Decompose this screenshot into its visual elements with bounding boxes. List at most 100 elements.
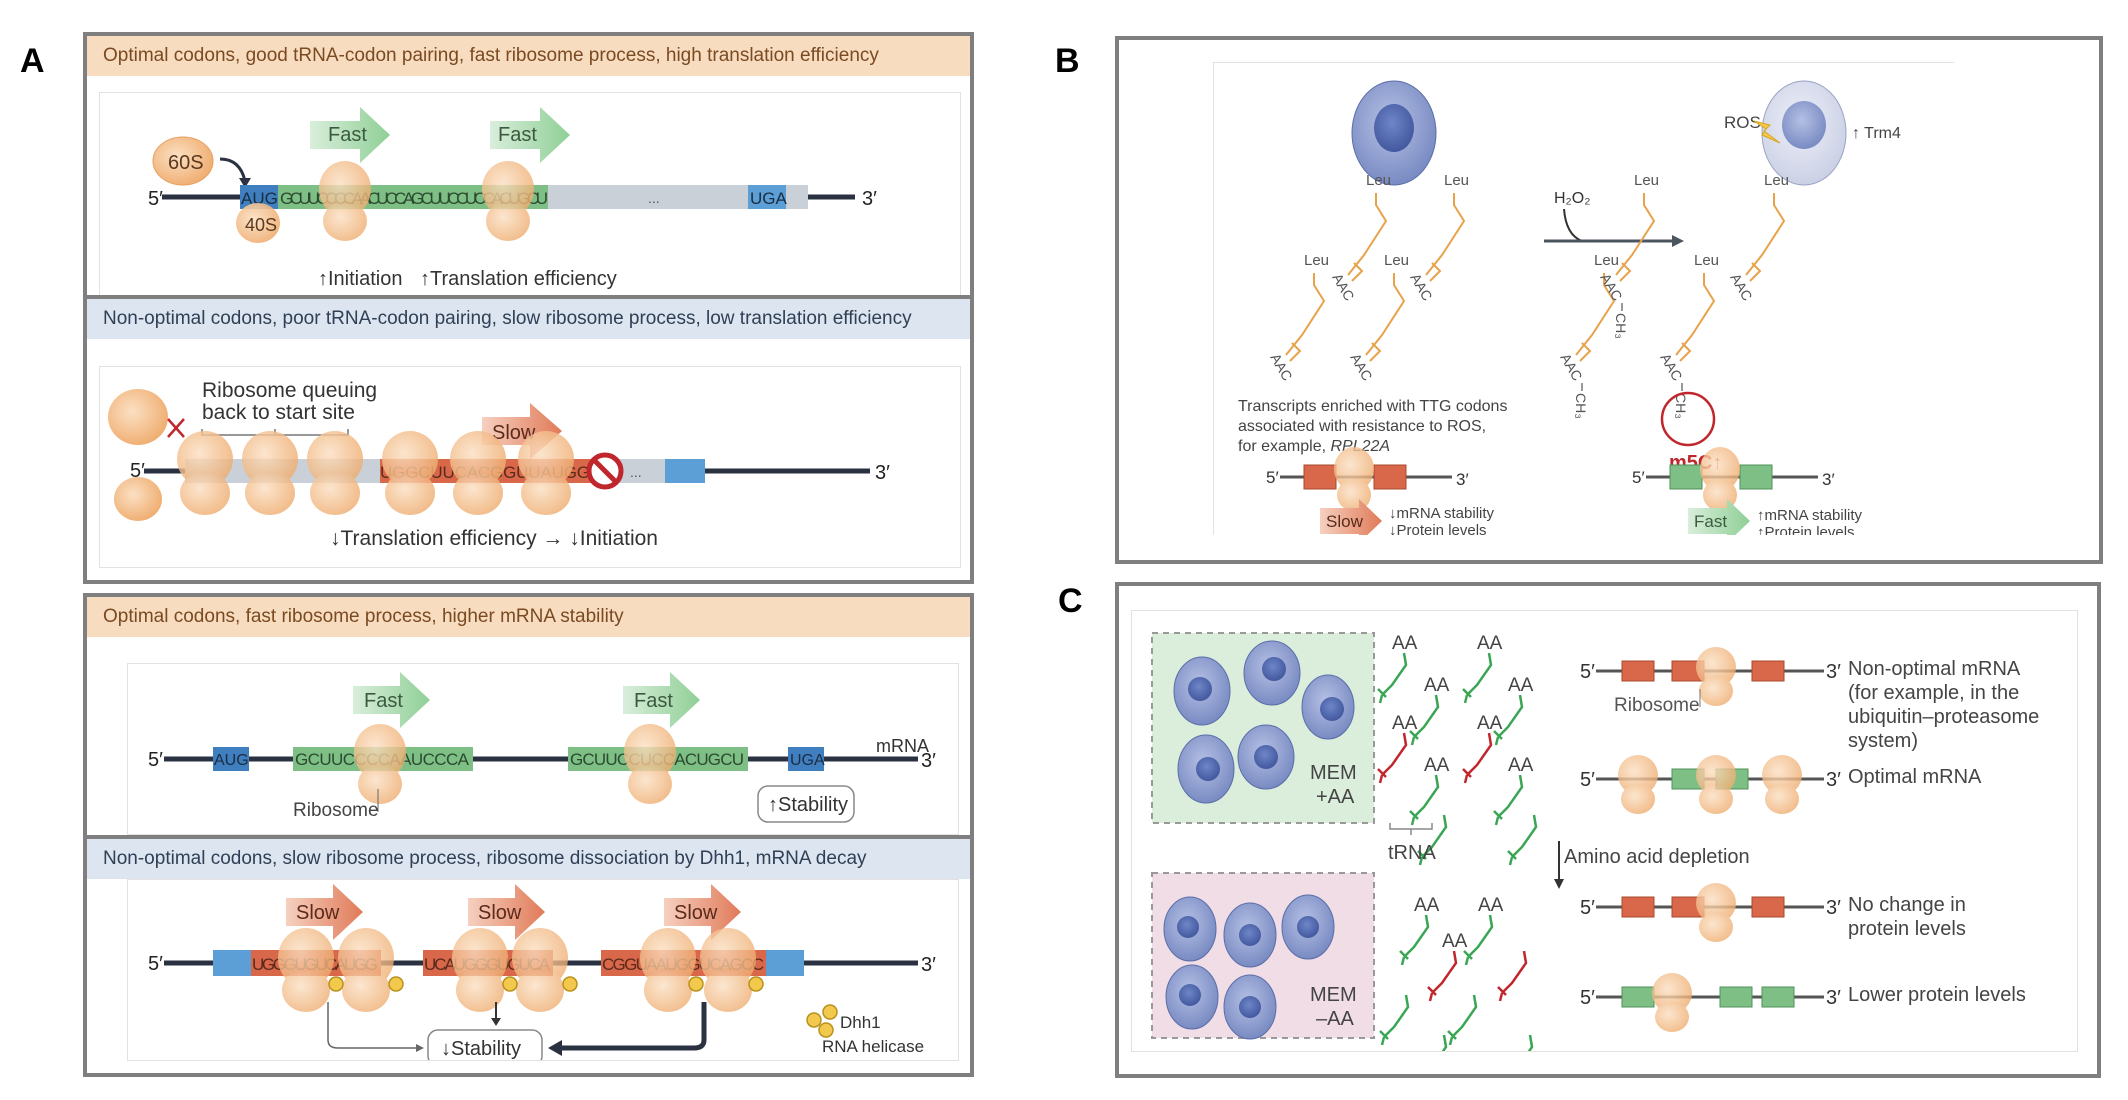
slow-arrow: Slow bbox=[664, 884, 741, 940]
svg-text:Leu: Leu bbox=[1444, 172, 1469, 189]
svg-text:Slow: Slow bbox=[674, 902, 718, 924]
svg-text:No change in: No change in bbox=[1848, 894, 1966, 916]
blocked-icon bbox=[167, 418, 185, 438]
svg-text:Slow: Slow bbox=[478, 902, 522, 924]
svg-text:CH₃: CH₃ bbox=[1573, 393, 1589, 419]
svg-text:Fast: Fast bbox=[498, 124, 537, 146]
svg-text:3′: 3′ bbox=[862, 188, 877, 210]
svg-text:AA: AA bbox=[1424, 755, 1450, 776]
header-optimal-translation: Optimal codons, good tRNA-codon pairing,… bbox=[87, 36, 970, 76]
ribosome bbox=[1618, 755, 1658, 814]
svg-text:3′: 3′ bbox=[1456, 470, 1469, 489]
svg-text:Leu: Leu bbox=[1384, 252, 1409, 269]
svg-text:Fast: Fast bbox=[364, 690, 403, 712]
mrna-row: 5′3′ bbox=[1580, 883, 1841, 942]
optimal-stability-svg: Fast Fast 5′ 3′ mRNA AUG GCUUCCCCAAUCCCA… bbox=[148, 672, 936, 823]
ros-trna-svg: ROS ↑ Trm4 H₂O₂ LeuAACLeuAACLeuAACLeuAAC… bbox=[1238, 80, 1901, 543]
svg-text:Leu: Leu bbox=[1764, 172, 1789, 189]
ribosome bbox=[1652, 973, 1692, 1032]
slow-arrow: Slow bbox=[286, 884, 363, 940]
trna: AA bbox=[1399, 895, 1440, 966]
trna bbox=[1379, 994, 1410, 1046]
svg-text:ubiquitin–proteasome: ubiquitin–proteasome bbox=[1848, 706, 2039, 728]
svg-text:5′: 5′ bbox=[1580, 987, 1595, 1009]
svg-text:AA: AA bbox=[1478, 895, 1504, 916]
svg-text:MEM: MEM bbox=[1310, 984, 1357, 1006]
header-nonoptimal-decay: Non-optimal codons, slow ribosome proces… bbox=[87, 839, 970, 879]
panel-a-stability-box: Optimal codons, fast ribosome process, h… bbox=[83, 593, 974, 1077]
svg-text:ROS: ROS bbox=[1724, 113, 1761, 132]
diagram-optimal-stability: Fast Fast 5′ 3′ mRNA AUG GCUUCCCCAAUCCCA… bbox=[127, 663, 959, 835]
svg-text:AAC: AAC bbox=[1347, 351, 1375, 384]
cells-plus-aa bbox=[1173, 640, 1355, 804]
mrna-group: 5′3′5′3′5′3′5′3′ bbox=[1580, 647, 1841, 1032]
svg-text:H₂O₂: H₂O₂ bbox=[1554, 190, 1590, 207]
svg-text:Optimal mRNA: Optimal mRNA bbox=[1848, 766, 1982, 788]
trna: AA bbox=[1493, 675, 1534, 746]
svg-text:40S: 40S bbox=[245, 215, 277, 235]
40s-subunit bbox=[236, 203, 280, 243]
svg-text:Fast: Fast bbox=[634, 690, 673, 712]
svg-text:Leu: Leu bbox=[1634, 172, 1659, 189]
cell-normal bbox=[1351, 80, 1437, 186]
svg-text:system): system) bbox=[1848, 730, 1918, 752]
svg-text:↓Protein levels: ↓Protein levels bbox=[1389, 522, 1487, 535]
cells-minus-aa bbox=[1163, 894, 1335, 1040]
svg-text:for example, RPL22A: for example, RPL22A bbox=[1238, 438, 1390, 455]
svg-text:mRNA: mRNA bbox=[876, 736, 929, 756]
fast-arrow: Fast bbox=[623, 672, 700, 728]
svg-text:↑mRNA stability: ↑mRNA stability bbox=[1757, 507, 1863, 524]
trna bbox=[1503, 1034, 1534, 1086]
60s-subunit bbox=[152, 136, 214, 186]
lightning-icon bbox=[1753, 120, 1781, 144]
diagram-nonoptimal-decay: Slow Slow Slow 5′ 3′ UGGGUGUCAUGG UCAUGG… bbox=[127, 879, 959, 1067]
svg-text:protein levels: protein levels bbox=[1848, 918, 1966, 940]
trna: AA bbox=[1409, 755, 1450, 826]
svg-text:Dhh1: Dhh1 bbox=[840, 1013, 881, 1032]
svg-text:3′: 3′ bbox=[1826, 661, 1841, 683]
svg-text:5′: 5′ bbox=[1632, 468, 1645, 487]
svg-text:3′: 3′ bbox=[921, 954, 936, 976]
svg-text:Slow: Slow bbox=[492, 422, 536, 444]
svg-text:5′: 5′ bbox=[1266, 468, 1279, 487]
ribosome bbox=[319, 161, 371, 241]
svg-text:5′: 5′ bbox=[148, 953, 163, 975]
ribosome bbox=[1696, 755, 1736, 814]
trna: AA bbox=[1377, 713, 1418, 784]
queued-ribosomes bbox=[177, 431, 574, 515]
svg-text:AUG: AUG bbox=[241, 189, 278, 208]
nonoptimal-decay-svg: Slow Slow Slow 5′ 3′ UGGGUGUCAUGG UCAUGG… bbox=[148, 884, 936, 1067]
trna-group: LeuAACLeuAACLeuAACLeuAACLeuAACCH₃LeuAACC… bbox=[1267, 172, 1789, 419]
svg-text:↓Translation efficiency → ↓Ini: ↓Translation efficiency → ↓Initiation bbox=[330, 527, 658, 550]
dhh1-dots bbox=[328, 976, 838, 1038]
header-nonoptimal-translation: Non-optimal codons, poor tRNA-codon pair… bbox=[87, 299, 970, 339]
nonoptimal-translation-svg: Ribosome queuing back to start site Slow… bbox=[108, 379, 890, 550]
svg-text:RNA helicase: RNA helicase bbox=[822, 1037, 924, 1056]
svg-text:↓mRNA stability: ↓mRNA stability bbox=[1389, 505, 1495, 522]
stop-codon bbox=[748, 185, 786, 209]
diagram-nonoptimal-translation: Ribosome queuing back to start site Slow… bbox=[99, 366, 961, 568]
svg-text:Amino acid depletion: Amino acid depletion bbox=[1564, 846, 1750, 868]
svg-text:Leu: Leu bbox=[1694, 252, 1719, 269]
mrna-row: 5′3′ bbox=[1580, 755, 1841, 814]
ribosome bbox=[624, 724, 676, 804]
svg-text:Slow: Slow bbox=[1326, 512, 1364, 531]
svg-text:Leu: Leu bbox=[1594, 252, 1619, 269]
svg-text:AAC: AAC bbox=[1557, 351, 1585, 384]
free-ribosome bbox=[114, 477, 162, 521]
optimal-translation-svg: Fast Fast 60S 5′ 3′ AUG GCUUCCCCAACUCCAG… bbox=[148, 107, 877, 290]
trna: AA bbox=[1462, 633, 1503, 704]
svg-text:Fast: Fast bbox=[328, 124, 367, 146]
svg-text:AA: AA bbox=[1477, 713, 1503, 734]
ribosome bbox=[1696, 883, 1736, 942]
svg-text:Ribosome queuing: Ribosome queuing bbox=[202, 379, 377, 402]
svg-text:5′: 5′ bbox=[1580, 897, 1595, 919]
svg-text:↑Stability: ↑Stability bbox=[768, 794, 848, 816]
svg-text:Ribosome: Ribosome bbox=[293, 800, 379, 821]
m5c-highlight-circle bbox=[1660, 391, 1716, 447]
slow-arrow: Slow bbox=[1320, 499, 1382, 543]
svg-text:5′: 5′ bbox=[148, 188, 163, 210]
